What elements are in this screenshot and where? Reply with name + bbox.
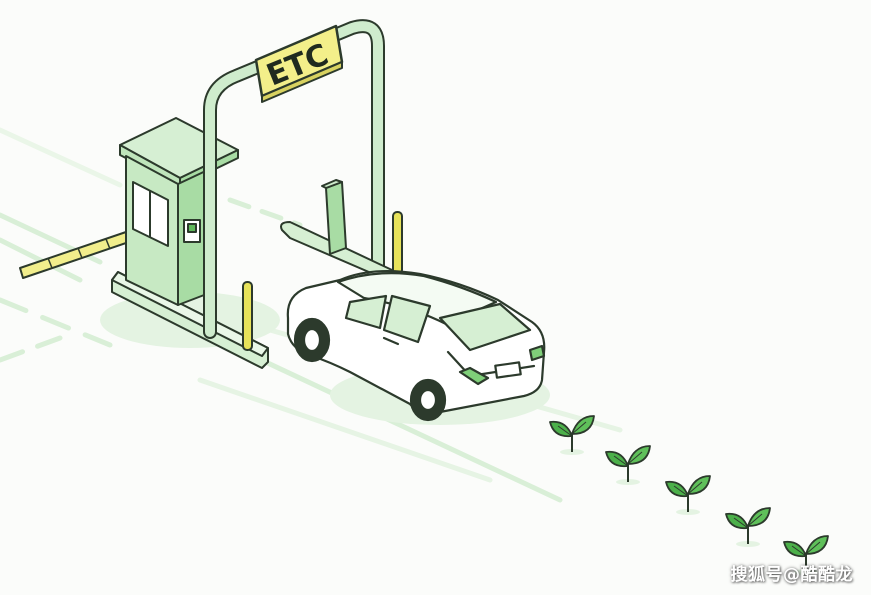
sprout-icon xyxy=(605,445,651,485)
car-icon xyxy=(286,270,546,422)
barrier-gate xyxy=(19,231,130,279)
etc-gantry: ETC xyxy=(203,19,385,339)
etc-sign: ETC xyxy=(254,24,344,103)
sprout-icon xyxy=(783,535,829,575)
sprouts xyxy=(549,415,829,575)
sprout-icon xyxy=(549,415,595,455)
watermark: 搜狐号@酷酷龙 xyxy=(730,565,853,585)
sprout-icon xyxy=(665,475,711,515)
toll-booth-icon xyxy=(119,117,239,306)
sprout-icon xyxy=(725,507,771,547)
